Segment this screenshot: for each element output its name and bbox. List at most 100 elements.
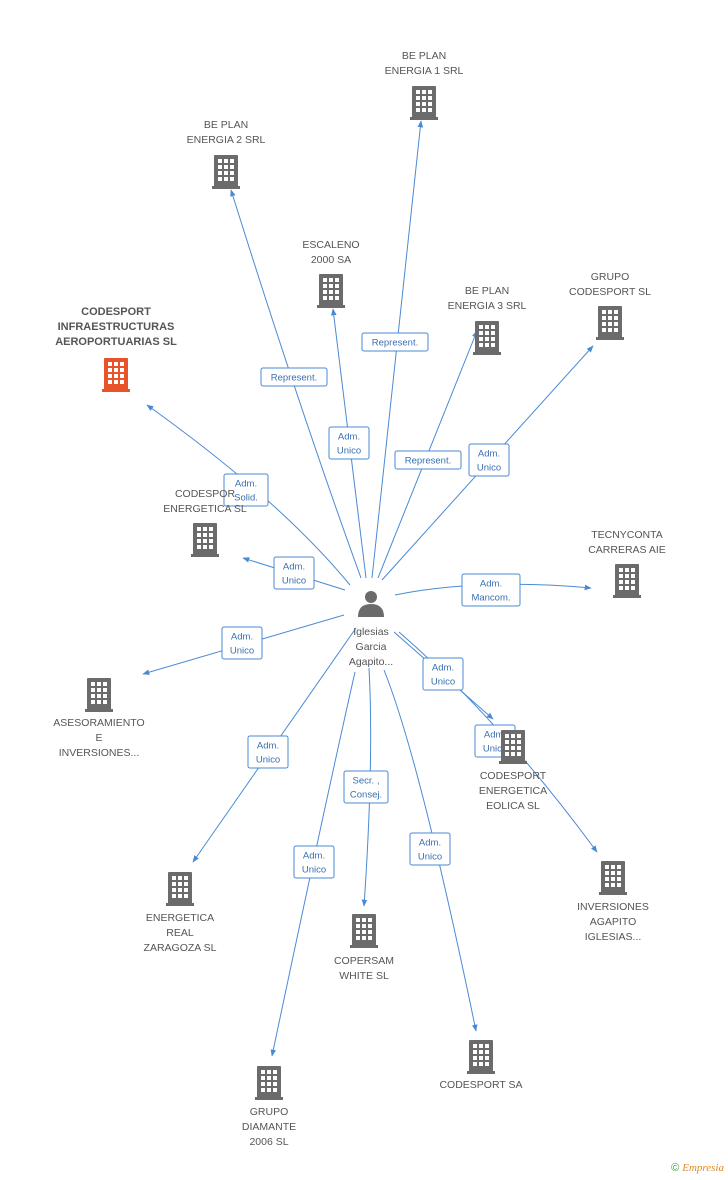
relation-label-copersam[interactable]: Secr. ,Consej. (343, 770, 389, 804)
company-name: ENERGIA 3 SRL (448, 300, 527, 312)
relation-text: Unico (302, 865, 326, 876)
building-icon (499, 730, 527, 764)
edge-be-plan-2 (230, 189, 362, 579)
relation-box (260, 367, 328, 387)
company-name: ENERGETICA SL (163, 503, 247, 515)
relation-label-be-plan-3[interactable]: Represent. (394, 450, 462, 470)
relation-box (468, 443, 510, 477)
relation-box (394, 450, 462, 470)
company-name: CODESPORT (480, 770, 547, 782)
company-name: CODESPORT SL (569, 286, 651, 298)
relation-label-be-plan-1[interactable]: Represent. (361, 332, 429, 352)
company-node-codesport-sa[interactable]: CODESPORT SA (439, 1040, 523, 1091)
relation-box (422, 657, 464, 691)
company-node-codesport-infra[interactable]: CODESPORT INFRAESTRUCTURAS AEROPORTUARIAS … (55, 306, 177, 392)
relation-text: Represent. (372, 338, 418, 349)
relation-text: Solid. (234, 493, 258, 504)
relation-text: Adm. (283, 562, 305, 573)
relation-text: Adm. (419, 838, 441, 849)
relation-label-codesport-eolica[interactable]: Adm.Unico (422, 657, 464, 691)
relation-box (343, 770, 389, 804)
company-name: ENERGIA 1 SRL (385, 65, 464, 77)
relation-text: Unico (431, 677, 455, 688)
copyright-symbol: © (671, 1162, 680, 1174)
company-node-be-plan-2[interactable]: BE PLAN ENERGIA 2 SRL (187, 119, 266, 189)
relation-text: Adm. (235, 479, 257, 490)
relation-box (223, 473, 269, 507)
company-name: GRUPO (591, 271, 630, 283)
relation-label-codesport-sa[interactable]: Adm. Unico (409, 832, 451, 866)
building-icon (166, 872, 194, 906)
building-icon (596, 306, 624, 340)
company-node-codesport-eolica[interactable]: CODESPORT ENERGETICA EOLICA SL (479, 730, 547, 812)
company-name: REAL (166, 927, 194, 939)
relation-box (409, 832, 451, 866)
company-name: COPERSAM (334, 955, 394, 967)
company-name: ESCALENO (302, 239, 359, 251)
company-name: INFRAESTRUCTURAS (58, 321, 175, 333)
relation-label-codesport-infra[interactable]: Adm. Solid. (223, 473, 269, 507)
person-name: Iglesias (353, 626, 389, 638)
person-name: Garcia (356, 641, 387, 653)
relation-label-tecnyconta[interactable]: Adm.Mancom. (461, 573, 521, 607)
building-icon (350, 914, 378, 948)
building-icon (467, 1040, 495, 1074)
relation-text: Unico (477, 463, 501, 474)
company-node-be-plan-1[interactable]: BE PLAN ENERGIA 1 SRL (385, 50, 464, 120)
company-name: EOLICA SL (486, 800, 540, 812)
relation-label-codesport-energetica[interactable]: Adm. Unico (273, 556, 315, 590)
company-name: BE PLAN (204, 119, 248, 131)
edge-codesport-sa (383, 669, 478, 1032)
relation-label-asesoramiento[interactable]: Adm. Unico (221, 626, 263, 660)
building-icon (317, 274, 345, 308)
company-name: CODESPORT (81, 306, 151, 318)
company-name: GRUPO (250, 1106, 289, 1118)
relation-text: Unico (418, 852, 442, 863)
edge-grupo-diamante (270, 671, 356, 1057)
relation-text: Adm. (231, 632, 253, 643)
building-icon (410, 86, 438, 120)
relation-label-grupo-codesport[interactable]: Adm.Unico (468, 443, 510, 477)
company-name: AEROPORTUARIAS SL (55, 336, 177, 348)
relation-box (328, 426, 370, 460)
relation-label-energetica-real[interactable]: Adm.Unico (247, 735, 289, 769)
company-name: ASESORAMIENTO (53, 717, 144, 729)
company-node-asesoramiento[interactable]: ASESORAMIENTOEINVERSIONES... (53, 678, 145, 759)
company-name: 2000 SA (311, 254, 351, 266)
building-icon (102, 358, 130, 392)
relation-box (361, 332, 429, 352)
company-name: INVERSIONES... (59, 747, 140, 759)
company-name: BE PLAN (465, 285, 509, 297)
building-icon (212, 155, 240, 189)
company-name: ENERGIA 2 SRL (187, 134, 266, 146)
company-name: 2006 SL (249, 1136, 288, 1148)
company-name: ENERGETICA (479, 785, 547, 797)
relation-label-grupo-diamante[interactable]: Adm.Unico (293, 845, 335, 879)
company-name: BE PLAN (402, 50, 446, 62)
relation-box (247, 735, 289, 769)
relation-box (461, 573, 521, 607)
company-node-escaleno[interactable]: ESCALENO 2000 SA (302, 239, 360, 308)
relation-text: Unico (256, 755, 280, 766)
relation-label-escaleno[interactable]: Adm.Unico (328, 426, 370, 460)
relation-text: Unico (337, 446, 361, 457)
company-name: ZARAGOZA SL (144, 942, 217, 954)
company-name: WHITE SL (339, 970, 389, 982)
person-icon (358, 591, 384, 617)
relation-text: Adm. (480, 579, 502, 590)
person-node[interactable]: IglesiasGarciaAgapito... (349, 591, 393, 668)
company-node-inversiones-agapito[interactable]: INVERSIONESAGAPITOIGLESIAS... (577, 861, 649, 943)
empresia-watermark[interactable]: ©Empresia (671, 1162, 724, 1174)
relation-label-be-plan-2[interactable]: Represent. (260, 367, 328, 387)
company-node-be-plan-3[interactable]: BE PLAN ENERGIA 3 SRL (448, 285, 527, 355)
company-node-copersam[interactable]: COPERSAM WHITE SL (334, 914, 394, 982)
company-node-grupo-codesport[interactable]: GRUPO CODESPORT SL (569, 271, 651, 340)
company-name: CODESPORT SA (439, 1079, 522, 1091)
relation-text: Unico (282, 576, 306, 587)
relation-text: Unico (230, 646, 254, 657)
building-icon (255, 1066, 283, 1100)
